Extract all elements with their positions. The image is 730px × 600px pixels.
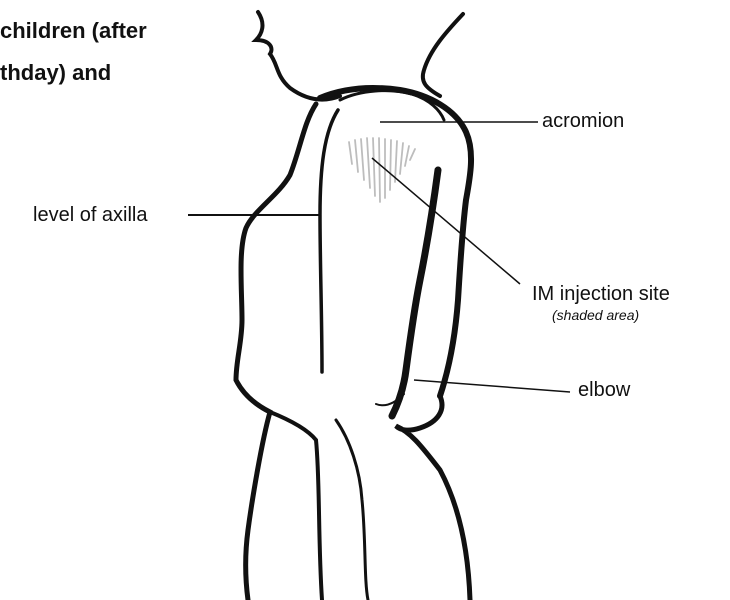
injection-site-note: (shaded area) — [552, 308, 639, 322]
neck-outline — [256, 12, 340, 100]
arm-back-outline — [392, 170, 438, 416]
elbow-outline — [396, 396, 470, 600]
elbow-label: elbow — [578, 380, 630, 400]
forearm-outline — [336, 420, 368, 600]
heading-line-2: thday) and — [0, 62, 111, 84]
elbow-leader — [414, 380, 570, 392]
neck-back-outline — [423, 14, 463, 96]
shoulder-outline — [320, 88, 471, 396]
injection-site-leader — [372, 158, 520, 284]
acromion-label: acromion — [542, 111, 624, 131]
injection-site-label: IM injection site — [532, 284, 670, 304]
torso-outline — [236, 104, 316, 600]
heading-line-1: children (after — [0, 20, 147, 42]
sleeve-outline — [270, 412, 322, 600]
axilla-label: level of axilla — [33, 205, 148, 225]
arm-front-outline — [320, 110, 338, 372]
shaded-injection-area — [349, 138, 415, 202]
